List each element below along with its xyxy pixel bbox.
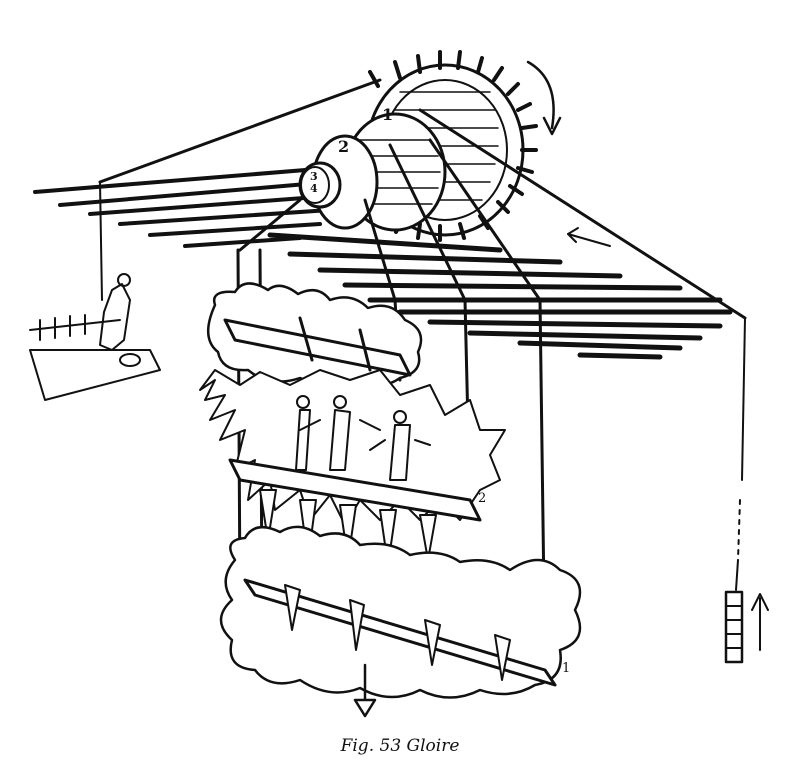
rotation-arrow <box>526 60 562 136</box>
label-drum-small-top: 3 <box>310 170 318 183</box>
drum-small <box>298 161 342 209</box>
runway-arrow <box>567 227 611 247</box>
label-drum-mid: 2 <box>338 137 349 156</box>
ceiling-hatching-left <box>33 166 332 248</box>
cloud-top <box>207 282 423 387</box>
descent-arrow <box>353 663 377 718</box>
cloud-bottom <box>219 525 582 699</box>
counterweight-line <box>724 317 769 664</box>
cloud-middle <box>199 369 506 566</box>
ceiling-hatching-right <box>267 232 733 360</box>
label-platform-bottom: 1 <box>562 661 570 676</box>
drum-ropes <box>98 78 747 320</box>
figure-caption: Fig. 53 Gloire <box>340 736 460 756</box>
operator-figure <box>29 181 161 401</box>
label-platform-mid: 2 <box>478 491 486 506</box>
label-drum-small-bottom: 4 <box>310 182 318 195</box>
label-drum-large: 1 <box>382 105 393 124</box>
